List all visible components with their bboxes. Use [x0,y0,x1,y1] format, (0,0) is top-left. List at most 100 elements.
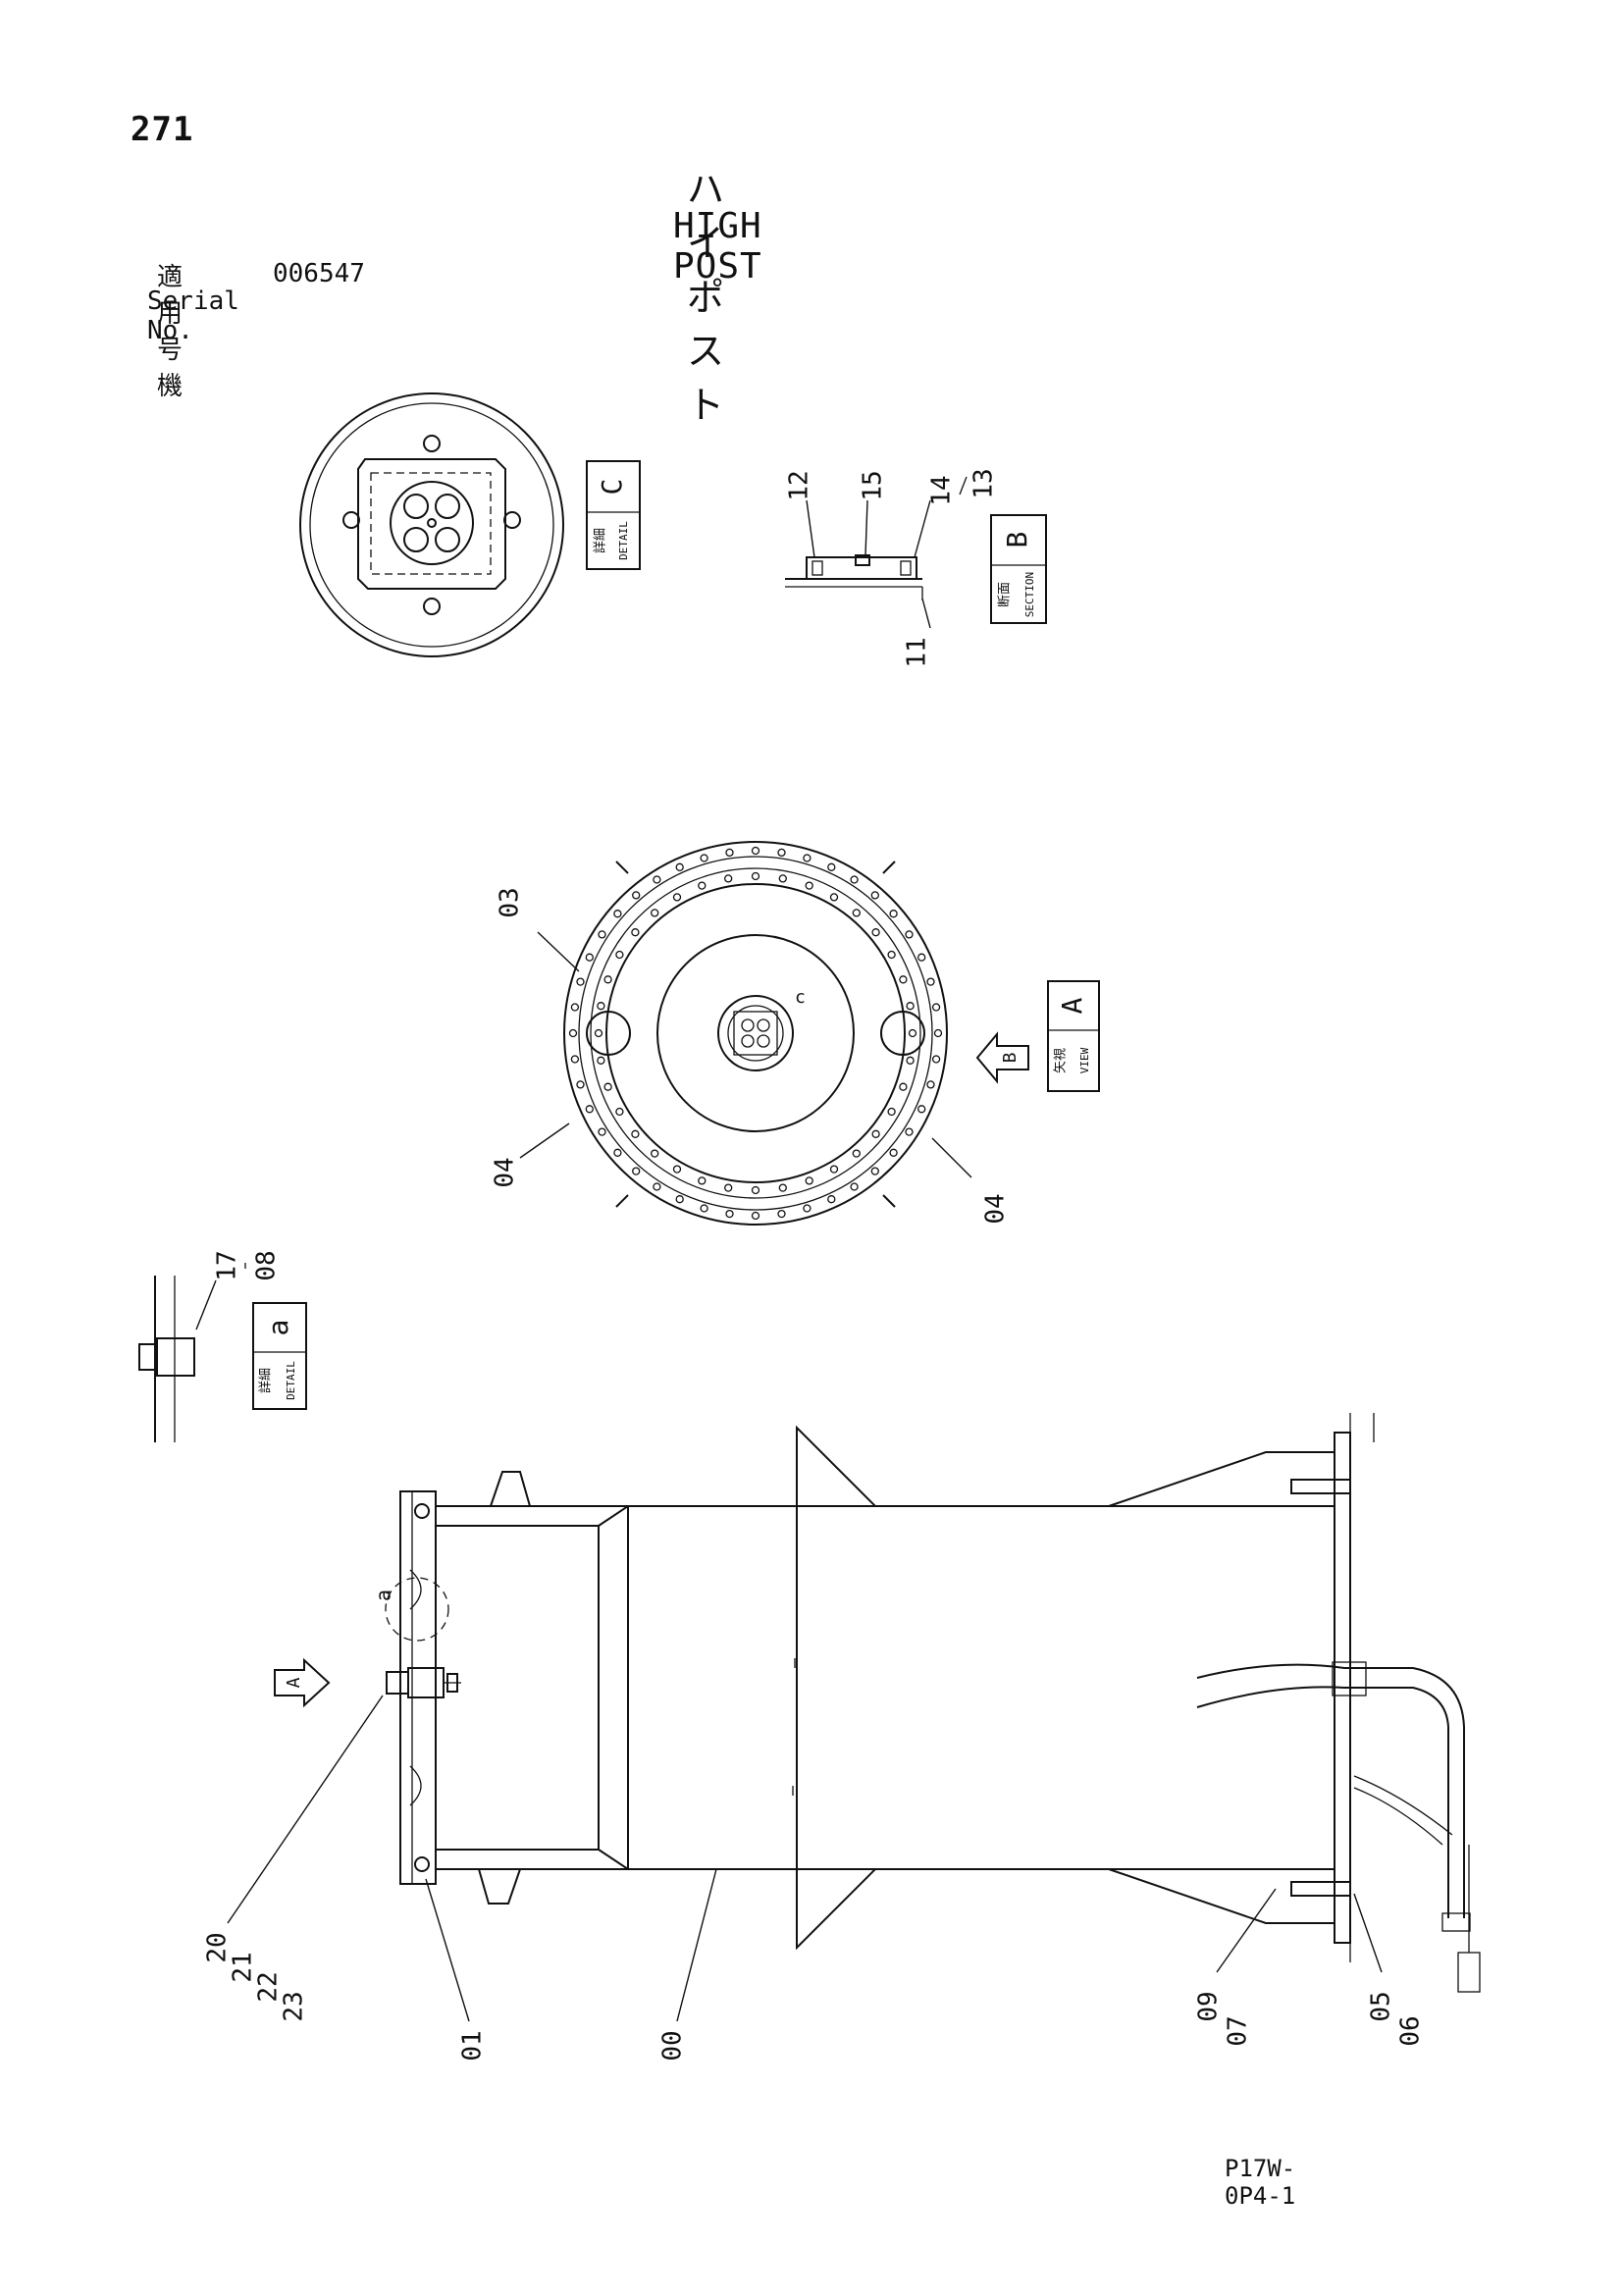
marker-c: c [795,987,806,1008]
section-seal [900,560,912,576]
bearing-bolt-hole [889,1148,898,1157]
bearing-bolt-hole [850,875,859,884]
leader-04 [931,1137,972,1178]
bearing-bolt-hole [725,848,734,858]
bearing-bolt-hole [568,1028,578,1038]
detail-c-en: DETAIL [617,521,630,560]
bearing-outer-ring [563,841,948,1226]
rear-bracket [1108,1868,1335,1924]
bearing-bolt-hole [631,1129,640,1138]
bearing-bolt-hole [905,930,914,939]
lifting-lug [490,1471,531,1507]
bearing-bolt-hole [871,928,880,937]
bearing-bolt-hole [672,1165,682,1174]
hose-fitting [1332,1661,1367,1696]
callout-17: 17 [213,1250,242,1280]
bolt-hole [423,598,441,615]
bearing-bolt-hole [675,1195,684,1204]
bearing-inner-ring [605,883,906,1183]
bearing-bolt-hole [777,848,786,858]
bearing-bolt-hole [651,909,659,917]
lug [615,861,629,874]
view-a-jp: 矢視 [1054,1048,1069,1073]
bearing-bolt-hole [598,930,606,939]
bearing-bolt-hole [852,909,861,917]
bearing-bolt-hole [827,862,836,871]
bearing-bolt-hole [908,1028,917,1038]
hose [1196,1686,1449,1918]
bearing-bolt-hole [615,950,624,960]
connector-pin [403,527,429,552]
direction-arrow-icon [975,1031,1029,1084]
callout-12: 12 [785,470,814,500]
hub-pin [741,1018,755,1032]
bearing-bolt-hole [613,1148,622,1157]
gusset-top [796,1425,878,1507]
center-hub [717,995,794,1071]
bearing-bolt-hole [632,1167,641,1175]
bearing-bolt-hole [725,1209,734,1219]
bearing-bolt-hole [906,1056,915,1065]
bearing-bolt-hole [597,1002,605,1011]
callout-00: 00 [658,2030,688,2061]
bolt-hole [503,511,521,529]
bearing-bolt-hole [724,874,733,883]
flange-notch [409,1765,422,1806]
bearing-bolt-hole [751,1185,760,1195]
section-plug [855,554,870,566]
hub-connector [733,1011,778,1056]
callout-connector [959,476,968,496]
bearing-bolt-hole [899,975,908,984]
leader-15 [864,499,868,556]
bearing-ring [578,856,933,1211]
title-japanese: ハイポスト [687,168,727,427]
callout-05: 05 [1367,1991,1396,2021]
bearing-bolt-hole [829,893,839,902]
bearing-bolt-hole [805,1176,813,1185]
hose-thin [1353,1787,1443,1846]
bearing-bolt-hole [724,1183,733,1192]
callout-03: 03 [496,887,525,917]
leader-05 [1353,1893,1383,1973]
bearing-bolt-hole [906,1002,915,1011]
center-hub-inner [727,1005,784,1062]
callout-04: 04 [981,1193,1011,1224]
bearing-bolt-hole [887,1107,896,1117]
hose-thin [1353,1775,1453,1836]
access-hole [586,1011,631,1056]
callout-20: 20 [203,1932,233,1962]
bearing-bolt-hole [603,1082,612,1091]
leader-20 [227,1695,384,1924]
connector-pin [435,527,460,552]
detail-label-box [586,460,641,570]
section-b-label: B 断面 SECTION [990,514,1047,624]
bearing-bolt-hole [594,1028,603,1038]
title-english: HIGH POST [673,206,762,287]
callout-23: 23 [280,1991,309,2021]
body-taper [598,1849,629,1870]
callout-11: 11 [903,637,932,667]
section-b-drawing [785,554,923,600]
bearing-bolt-hole [653,1182,661,1191]
bearing-bolt-hole [631,928,640,937]
bearing-bolt-hole [931,1055,941,1064]
bearing-bolt-hole [751,871,760,881]
serial-label-english: Serial No. [147,287,239,345]
callout-09: 09 [1194,1991,1224,2021]
section-b-leaders: 12 15 14 13 11 [785,468,999,667]
bearing-bolt-hole [905,1127,914,1136]
bearing-bolt-hole [870,1167,879,1175]
callout-14: 14 [927,475,957,505]
bearing-bolt-hole [598,1127,606,1136]
bolt-hole [342,511,360,529]
callout-15: 15 [859,470,888,500]
lug [882,1194,896,1208]
page-number: 271 [131,110,194,149]
lug [882,861,896,874]
leader-04 [519,1122,570,1159]
serial-label-japanese: 適用号機 [157,263,183,401]
bearing-bolt-hole [597,1056,605,1065]
section-b-jp: 断面 [998,582,1013,607]
bearing-bolt-hole [570,1055,580,1064]
